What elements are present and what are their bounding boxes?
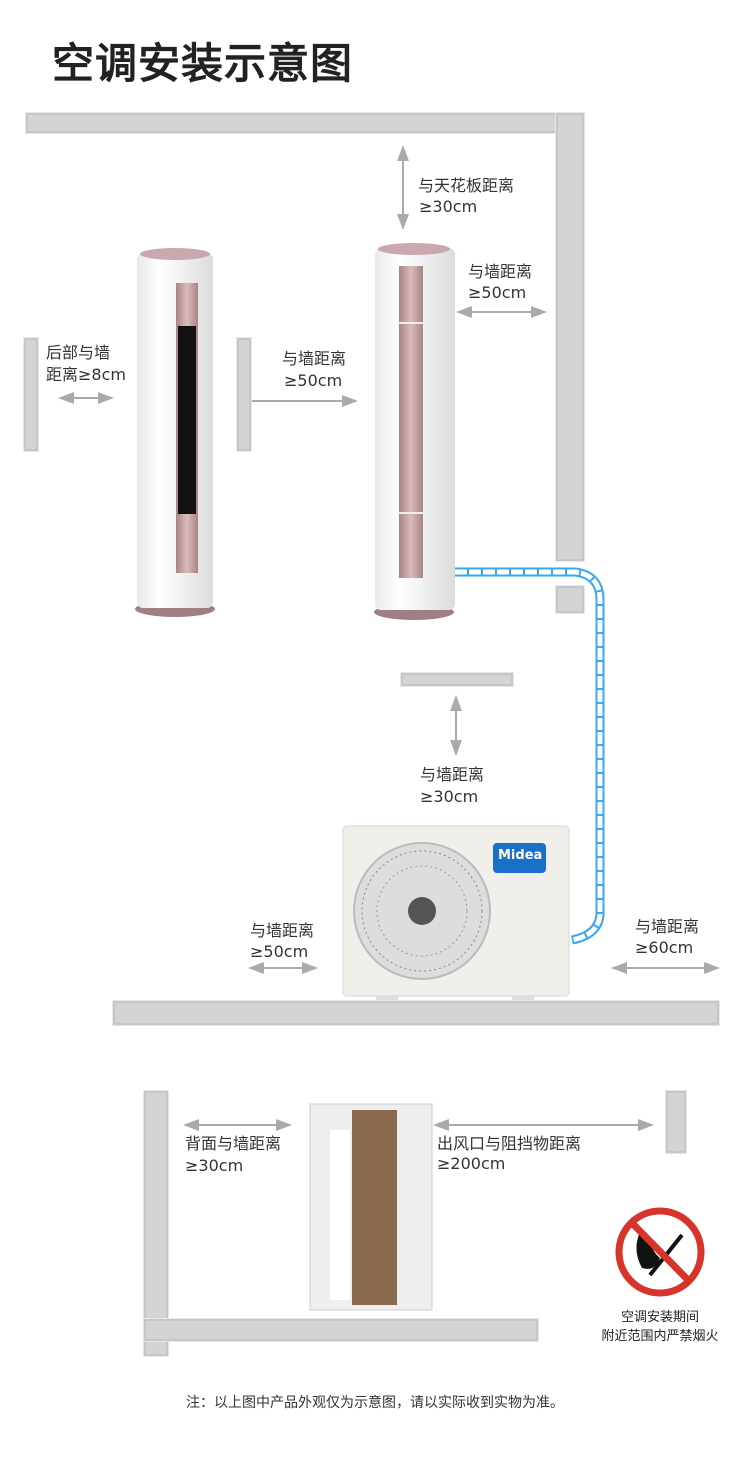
rear-wall-label-1: 后部与墙: [46, 343, 111, 362]
rear-wall-label-2: 距离≥8cm: [46, 365, 126, 384]
outdoor-unit: [342, 825, 570, 1000]
back-wall: [143, 1090, 169, 1357]
side-wall-1-label-1: 与墙距离: [282, 349, 347, 368]
warning-line-1: 空调安装期间: [620, 1310, 699, 1325]
right-wall-lower: [555, 585, 585, 614]
outdoor-top-label-1: 与墙距离: [420, 765, 485, 784]
side-wall-2-label-1: 与墙距离: [468, 262, 533, 281]
side-wall-1-label-2: ≥50cm: [284, 371, 343, 390]
floor: [112, 1000, 720, 1026]
indoor-unit-front-panel: [374, 243, 455, 620]
outdoor-unit-side-view: [309, 1103, 433, 1311]
page-title: 空调安装示意图: [52, 39, 354, 88]
bottom-floor: [143, 1318, 539, 1342]
outdoor-top-wall: [400, 672, 514, 687]
side-wall-segment: [236, 337, 252, 452]
outlet-label-2: ≥200cm: [437, 1154, 506, 1173]
ceiling-label-2: ≥30cm: [419, 197, 478, 216]
outdoor-top-label-2: ≥30cm: [420, 787, 479, 806]
back-label-1: 背面与墙距离: [185, 1134, 282, 1153]
outdoor-right-label-1: 与墙距离: [635, 917, 700, 936]
right-wall: [555, 112, 585, 562]
disclaimer-note: 注：以上图中产品外观仅为示意图，请以实际收到实物为准。: [186, 1395, 564, 1411]
outdoor-left-label-2: ≥50cm: [250, 942, 309, 961]
indoor-unit-front-vent: [135, 248, 215, 617]
outdoor-left-label-1: 与墙距离: [250, 921, 315, 940]
outdoor-right-label-2: ≥60cm: [635, 938, 694, 957]
back-label-2: ≥30cm: [185, 1156, 244, 1175]
brand-logo: Midea: [498, 848, 543, 863]
rear-wall-segment: [23, 337, 39, 452]
side-wall-2-label-2: ≥50cm: [468, 283, 527, 302]
obstacle-wall: [665, 1090, 687, 1154]
no-fire-icon: [615, 1207, 705, 1297]
outlet-label-1: 出风口与阻挡物距离: [437, 1134, 582, 1153]
warning-line-2: 附近范围内严禁烟火: [601, 1329, 719, 1344]
ceiling-label-1: 与天花板距离: [418, 176, 515, 195]
